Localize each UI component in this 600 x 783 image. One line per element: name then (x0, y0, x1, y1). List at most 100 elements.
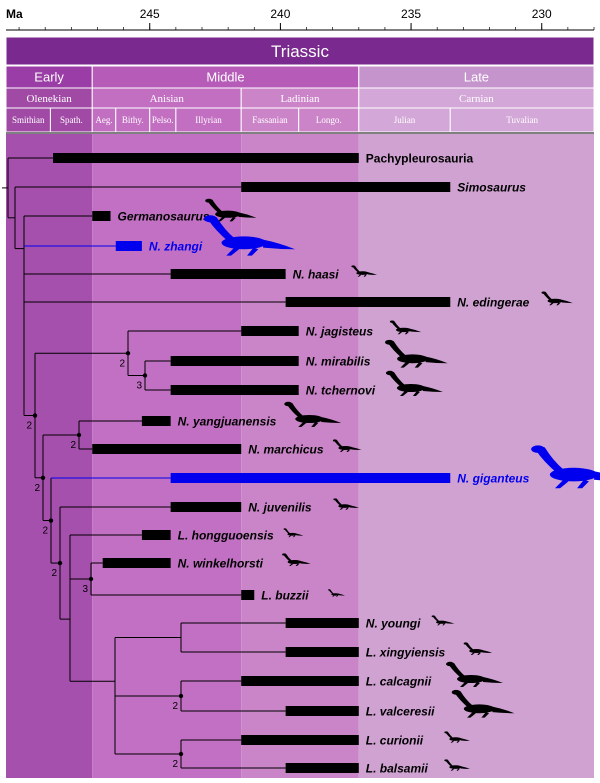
taxon-label: N. youngi (366, 617, 421, 631)
taxon-label: N. zhangi (149, 240, 203, 254)
reptile-silhouette (284, 401, 342, 427)
time-band-3 (358, 134, 594, 778)
support-value: 2 (70, 440, 76, 451)
axis-tick-label: 245 (140, 7, 160, 21)
silhouette-head (384, 339, 394, 345)
silhouette-neck (536, 446, 564, 473)
silhouette-limb (404, 331, 409, 335)
range-bar-10 (92, 444, 242, 454)
silhouette-body (338, 504, 351, 508)
stage-label: Carnian (459, 93, 494, 105)
silhouette-limb (450, 740, 455, 743)
substage-label: Fassanian (252, 115, 288, 125)
range-bar-5 (285, 297, 451, 307)
silhouette-neck (208, 216, 235, 242)
silhouette-limb (345, 507, 349, 510)
taxon-label: L. curionii (366, 734, 424, 748)
reptile-silhouette (431, 615, 455, 626)
silhouette-tail (238, 212, 257, 218)
silhouette-tail (321, 417, 342, 423)
silhouette-body (287, 532, 298, 536)
support-value: 3 (136, 381, 142, 392)
reptile-silhouette (283, 528, 304, 538)
support-value: 2 (26, 421, 32, 432)
reptile-silhouette (205, 198, 257, 222)
silhouette-limb (467, 712, 476, 718)
period-cell-0 (5, 36, 595, 66)
silhouette-limb (399, 391, 408, 396)
substage-label: Longo. (316, 115, 342, 125)
taxon-label: N. yangjuanensis (178, 415, 277, 429)
silhouette-limb (292, 535, 296, 538)
silhouette-body (397, 354, 428, 364)
substage-label: Julian (394, 115, 416, 125)
silhouette-head (444, 759, 448, 762)
taxon-label: L. valceresii (366, 705, 435, 719)
reptile-silhouette (451, 689, 515, 718)
support-value: 2 (172, 701, 178, 712)
silhouette-neck (445, 731, 453, 739)
taxon-label: Germanosaurus (118, 210, 210, 224)
silhouette-head (463, 642, 468, 645)
range-bar-18 (241, 676, 359, 686)
silhouette-tail (296, 533, 304, 536)
substage-cell-7 (298, 107, 360, 133)
silhouette-limb (412, 391, 420, 396)
range-bar-17 (285, 647, 359, 657)
reptile-silhouette (203, 215, 296, 256)
silhouette-tail (446, 621, 455, 624)
silhouette-body (457, 675, 485, 683)
silhouette-neck (445, 759, 453, 767)
substage-cell-8 (358, 107, 451, 133)
silhouette-neck (432, 615, 440, 622)
axis-tick-label: 235 (401, 7, 421, 21)
taxon-label: N. marchicus (248, 443, 324, 457)
silhouette-body (287, 560, 302, 564)
range-bar-11 (170, 473, 451, 483)
range-bar-8 (170, 385, 299, 395)
silhouette-tail (410, 328, 422, 333)
silhouette-tail (492, 706, 515, 714)
axis-tick-label: 230 (532, 7, 552, 21)
silhouette-head (444, 731, 448, 734)
silhouette-neck (455, 690, 473, 708)
reptile-silhouette (327, 589, 346, 597)
epoch-label: Middle (206, 70, 244, 85)
silhouette-body (338, 446, 353, 450)
taxon-label: L. buzzii (261, 589, 309, 603)
silhouette-tail (351, 447, 362, 450)
silhouette-limb (363, 274, 367, 277)
silhouette-neck (334, 439, 343, 448)
range-bar-13 (141, 530, 171, 540)
silhouette-limb (332, 595, 335, 597)
range-bar-21 (285, 763, 359, 773)
silhouette-limb (298, 422, 307, 427)
range-bar-4 (170, 269, 286, 279)
silhouette-limb (442, 623, 446, 626)
substage-cell-4 (149, 107, 177, 133)
reptile-silhouette (332, 439, 362, 452)
support-node-dot (88, 576, 94, 582)
silhouette-body (547, 298, 563, 304)
silhouette-neck (388, 340, 406, 358)
support-node-dot (40, 475, 46, 480)
support-node-dot (178, 751, 184, 757)
range-bar-3 (115, 241, 142, 251)
taxon-label: L. hongguoensis (178, 529, 274, 543)
silhouette-tail (422, 386, 443, 392)
substage-label: Illyrian (195, 115, 222, 125)
reptile-silhouette (444, 731, 470, 743)
support-value: 2 (119, 358, 125, 369)
silhouette-limb (247, 247, 259, 256)
range-bar-7 (170, 356, 299, 366)
support-value: 2 (51, 568, 57, 579)
range-bar-14 (102, 558, 171, 568)
taxon-label: N. jagisteus (306, 325, 374, 339)
silhouette-limb (357, 274, 362, 277)
substage-label: Smithian (12, 115, 45, 125)
silhouette-tail (350, 505, 359, 508)
substage-cell-6 (240, 107, 300, 133)
silhouette-head (389, 320, 395, 323)
support-node-dot (57, 560, 63, 566)
silhouette-head (446, 661, 454, 667)
